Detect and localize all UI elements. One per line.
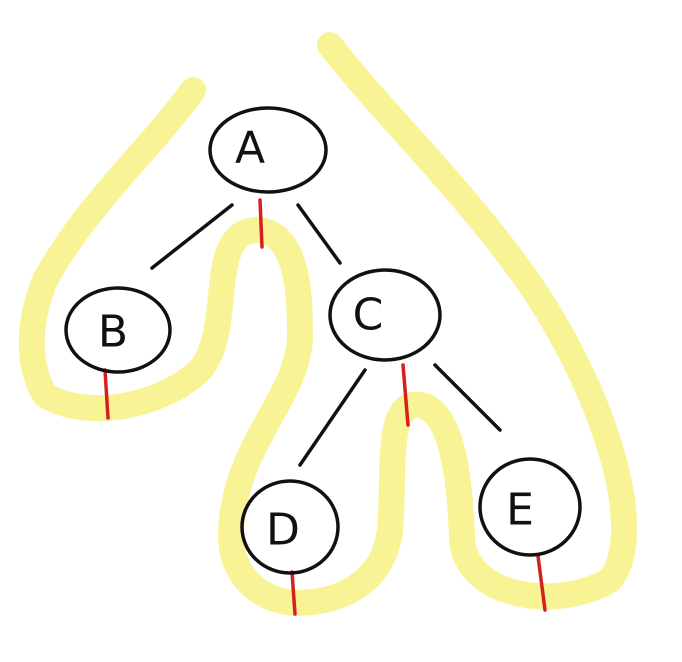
node-circle — [478, 457, 582, 557]
node-circle — [64, 286, 172, 374]
node-label: D — [266, 505, 300, 556]
red-tick-b — [103, 368, 110, 420]
red-tick-d — [290, 570, 297, 616]
edge-c-d — [298, 368, 367, 467]
node-a: A — [208, 106, 328, 194]
node-label: A — [235, 123, 265, 174]
node-label: B — [98, 307, 128, 358]
node-b: B — [64, 286, 172, 374]
node-circle — [240, 479, 340, 575]
node-d: D — [240, 479, 340, 575]
edge-line — [298, 368, 367, 467]
edge-a-b — [150, 203, 234, 270]
node-label: C — [353, 290, 384, 341]
node-label: E — [506, 485, 534, 536]
node-circle — [328, 268, 442, 362]
edge-a-c — [296, 203, 342, 265]
traversal-highlight-path — [18, 32, 637, 616]
red-tick-e — [536, 554, 547, 612]
edge-line — [296, 203, 342, 265]
edge-c-e — [433, 363, 502, 432]
node-c: C — [328, 268, 442, 362]
edge-line — [150, 203, 234, 270]
node-e: E — [478, 457, 582, 557]
node-circle — [208, 106, 328, 194]
edge-line — [433, 363, 502, 432]
red-tick-a — [258, 198, 264, 249]
red-tick-c — [401, 363, 410, 427]
